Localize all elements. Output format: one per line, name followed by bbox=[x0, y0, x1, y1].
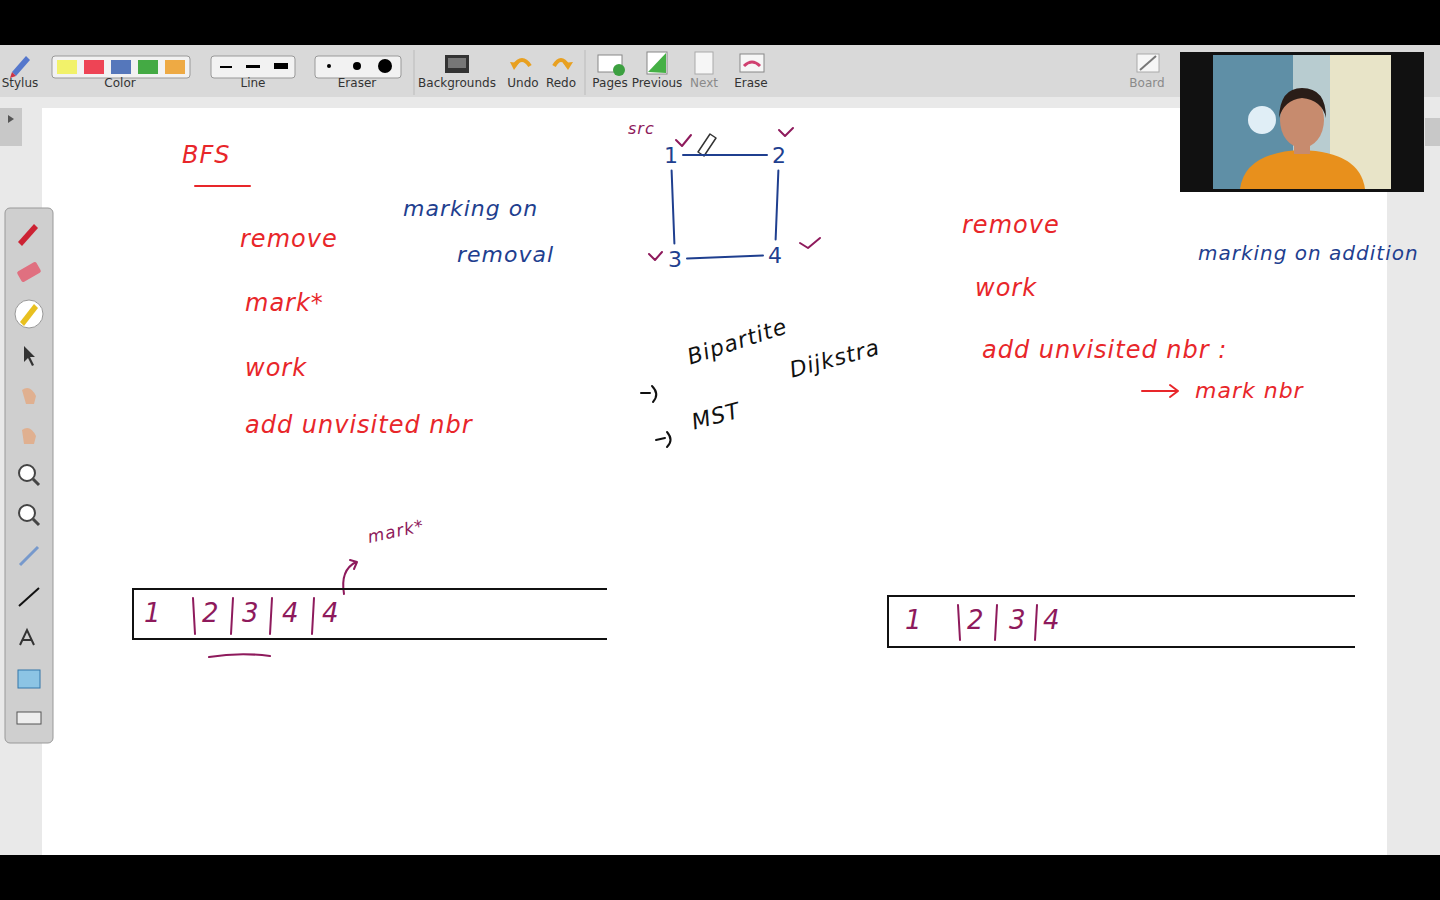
handwritten-note: mark* bbox=[245, 290, 324, 318]
toolbar-label: Stylus bbox=[2, 77, 39, 91]
toolbar-label: Redo bbox=[546, 77, 576, 91]
webcam-video bbox=[1180, 52, 1424, 192]
graph-edge bbox=[776, 171, 779, 240]
toolbar-label: Eraser bbox=[338, 77, 376, 91]
queue-item: 3 bbox=[1009, 606, 1026, 635]
queue-item: 4 bbox=[322, 599, 339, 628]
edge-line bbox=[687, 255, 763, 258]
queue-item: 2 bbox=[967, 606, 984, 635]
graph-vertex: 1 bbox=[659, 140, 683, 171]
graph-edge bbox=[683, 155, 767, 156]
queue-item: 1 bbox=[905, 606, 922, 635]
vertex-number: 2 bbox=[772, 143, 786, 168]
toolbar-label: Backgrounds bbox=[418, 77, 496, 91]
vertex-number: 3 bbox=[668, 247, 682, 272]
graph-edge bbox=[687, 255, 763, 258]
handwritten-note: src bbox=[628, 120, 655, 138]
handwritten-note: work bbox=[975, 275, 1037, 303]
side-handle bbox=[0, 108, 22, 146]
graph-vertex: 4 bbox=[763, 240, 787, 271]
handwritten-note: removal bbox=[457, 242, 554, 267]
handwritten-note: marking on bbox=[403, 196, 538, 221]
vertex-number: 1 bbox=[664, 143, 678, 168]
edge-line bbox=[776, 171, 779, 240]
handwritten-note: remove bbox=[962, 212, 1060, 240]
board-canvas bbox=[42, 108, 1387, 855]
queue-item: 1 bbox=[144, 599, 161, 628]
toolbar-label: Pages bbox=[592, 77, 627, 91]
handwritten-note: BFS bbox=[182, 142, 231, 170]
graph-vertex: 3 bbox=[663, 244, 687, 275]
queue-band: 12344 bbox=[132, 588, 607, 640]
toolbar-label: Next bbox=[690, 77, 718, 91]
handwritten-note: mark nbr bbox=[1195, 378, 1304, 403]
queue-band: 1 234 bbox=[887, 595, 1355, 648]
handwritten-note: add unvisited nbr : bbox=[982, 337, 1227, 365]
queue-item: 3 bbox=[242, 599, 259, 628]
queue-item: 2 bbox=[202, 599, 219, 628]
handwritten-note: work bbox=[245, 355, 307, 383]
queue-item: 4 bbox=[282, 599, 299, 628]
board-frame bbox=[0, 97, 1440, 855]
toolbar-label: Undo bbox=[507, 77, 538, 91]
toolbar-label: Color bbox=[104, 77, 135, 91]
toolbar-label: Board bbox=[1129, 77, 1164, 91]
edge-line bbox=[683, 154, 767, 156]
toolbar-label: Previous bbox=[632, 77, 683, 91]
handwritten-note: remove bbox=[240, 226, 338, 254]
toolbar-label: Erase bbox=[734, 77, 768, 91]
graph-edge bbox=[672, 171, 675, 244]
side-handle bbox=[1425, 118, 1440, 146]
edge-line bbox=[672, 171, 675, 244]
queue-item: 4 bbox=[1043, 606, 1060, 635]
graph-vertex: 2 bbox=[767, 140, 791, 171]
toolbar-icons bbox=[10, 50, 1159, 95]
vertex-number: 4 bbox=[768, 243, 782, 268]
handwritten-note: marking on addition bbox=[1198, 242, 1419, 265]
tool-palette bbox=[5, 208, 53, 743]
side-arrow bbox=[8, 115, 14, 123]
toolbar-label: Line bbox=[240, 77, 265, 91]
handwritten-note: add unvisited nbr bbox=[245, 412, 473, 440]
handwritten-marks bbox=[193, 128, 1178, 657]
